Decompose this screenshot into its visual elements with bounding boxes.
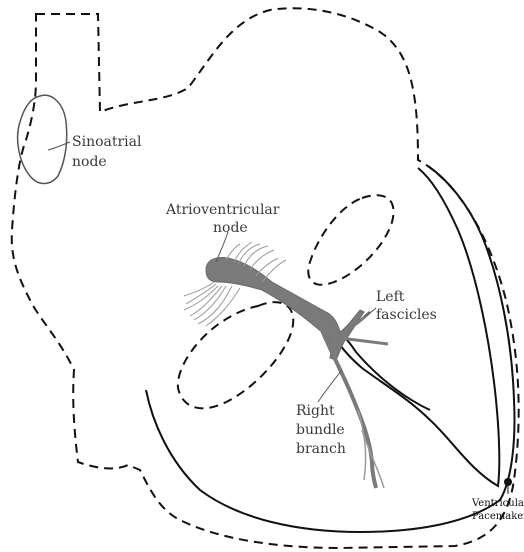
label-ventricular-pacemaker: Ventricular	[471, 498, 524, 509]
label-left-fascicles-2: fascicles	[376, 307, 437, 323]
sinoatrial-node	[18, 95, 67, 183]
label-av-node-2: node	[213, 220, 248, 236]
label-sinoatrial: Sinoatrial	[72, 134, 142, 150]
label-right-bundle: Right	[296, 403, 335, 419]
ventricular-pacemaker-dot	[504, 478, 512, 486]
upper-valve-ring	[308, 195, 393, 285]
right-bundle-pointer	[318, 370, 342, 402]
label-right-bundle-2: bundle	[296, 422, 345, 438]
label-sinoatrial-2: node	[72, 154, 107, 170]
label-left-fascicles: Left	[376, 289, 405, 305]
label-av-node: Atrioventricular	[165, 202, 280, 218]
lower-valve-ring	[178, 302, 293, 408]
ventricle-inner-wall	[332, 168, 499, 486]
label-ventricular-pacemaker-2: Pacemaker	[472, 511, 524, 522]
label-right-bundle-3: branch	[296, 441, 346, 457]
atrioventricular-node	[206, 258, 364, 361]
